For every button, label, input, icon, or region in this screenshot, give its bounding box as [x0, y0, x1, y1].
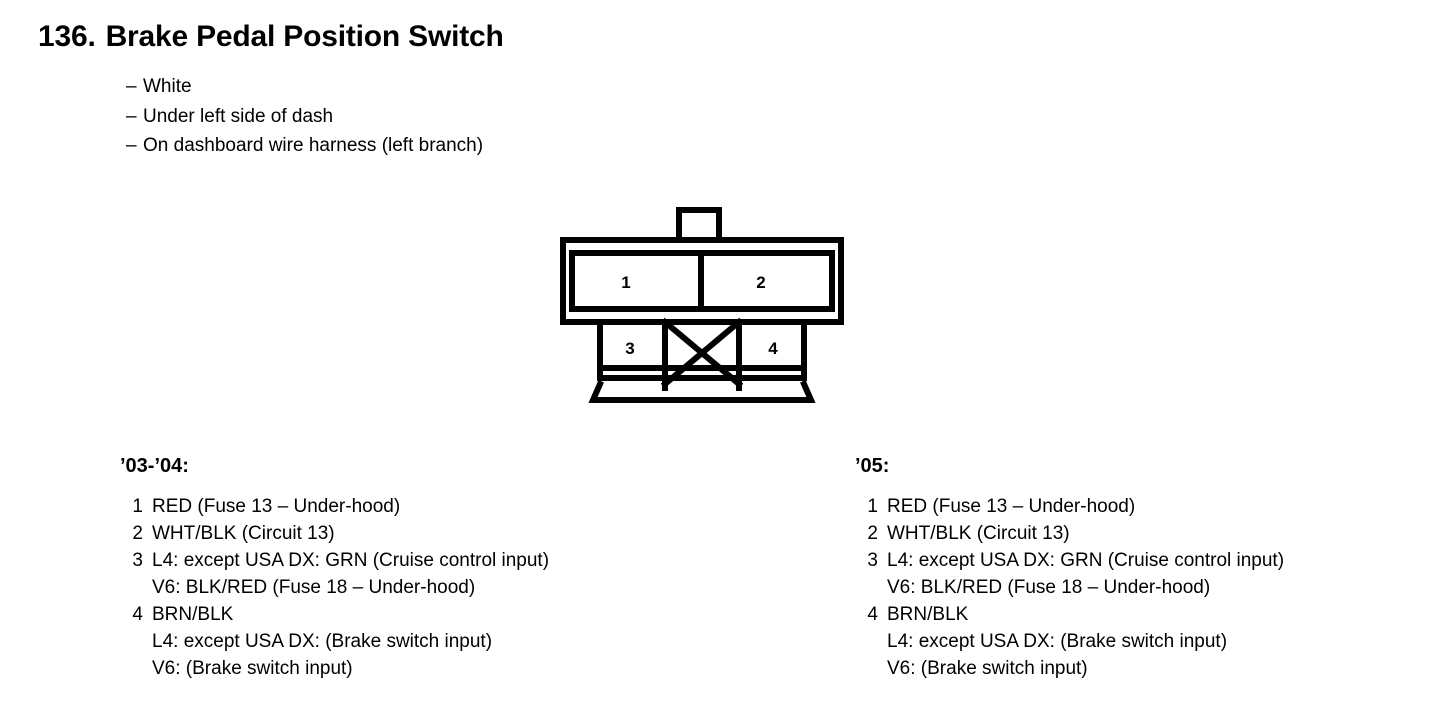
pinout-entry: 4 BRN/BLK L4: except USA DX: (Brake switch… — [120, 601, 549, 682]
description-item-text: Under left side of dash — [143, 105, 334, 127]
pinout-entry-lines: BRN/BLK L4: except USA DX: (Brake switch … — [152, 601, 492, 682]
pinout-entry-lines: L4: except USA DX: GRN (Cruise control i… — [152, 547, 549, 601]
pinout-entry-index: 1 — [132, 496, 143, 517]
pinout-entry-line: BRN/BLK — [152, 604, 234, 625]
description-list: –White–Under left side of dash–On dashbo… — [126, 72, 483, 161]
pinout-entry: 3 L4: except USA DX: GRN (Cruise control … — [120, 547, 549, 601]
pinout-entry-line: L4: except USA DX: (Brake switch input) — [887, 631, 1228, 652]
pinout-entry-row: 2 WHT/BLK (Circuit 13) — [120, 520, 549, 547]
pinout-entry: 2 WHT/BLK (Circuit 13) — [855, 520, 1284, 547]
description-item: –On dashboard wire harness (left branch) — [126, 131, 483, 161]
pinout-entry-index: 2 — [867, 523, 878, 544]
pinout-entry-line: V6: BLK/RED (Fuse 18 – Under-hood) — [152, 577, 476, 598]
pinout-entry-lines: L4: except USA DX: GRN (Cruise control i… — [887, 547, 1284, 601]
pinout-entry: 2 WHT/BLK (Circuit 13) — [120, 520, 549, 547]
pinout-entry-row: 3 L4: except USA DX: GRN (Cruise control … — [855, 547, 1284, 601]
description-item-text: White — [143, 76, 192, 97]
pinout-entry-lines: BRN/BLK L4: except USA DX: (Brake switch … — [887, 601, 1227, 682]
connector-base-trapezoid — [588, 380, 816, 403]
pinout-entry-row: 1 RED (Fuse 13 – Under-hood) — [120, 493, 549, 520]
pinout-entry-line: L4: except USA DX: (Brake switch input) — [152, 631, 493, 652]
pinout-entry-index: 3 — [867, 550, 878, 571]
pinout-entry-index: 4 — [867, 604, 878, 625]
description-dash: – — [126, 76, 137, 97]
description-dash: – — [126, 105, 137, 127]
page-title: 136. Brake Pedal Position Switch — [38, 20, 504, 54]
pinout-entry: 1 RED (Fuse 13 – Under-hood) — [120, 493, 549, 520]
pinout-entry-line: V6: BLK/RED (Fuse 18 – Under-hood) — [887, 577, 1211, 598]
pinout-entry-row: 1 RED (Fuse 13 – Under-hood) — [855, 493, 1284, 520]
connector-pin-label-4: 4 — [768, 339, 778, 358]
pinout-entry-line: WHT/BLK (Circuit 13) — [152, 523, 335, 544]
pinout-entry-lines: RED (Fuse 13 – Under-hood) — [152, 493, 400, 520]
blocked-cell-slash-b — [660, 317, 744, 389]
pinout-entry: 4 BRN/BLK L4: except USA DX: (Brake switch… — [855, 601, 1284, 682]
connector-diagram: 1 2 3 4 — [552, 198, 852, 413]
pinout-column-left: ’03-’04: 1 RED (Fuse 13 – Under-hood) 2 WHT… — [120, 455, 549, 682]
page-title-name: Brake Pedal Position Switch — [105, 20, 504, 53]
pinout-entry-line: RED (Fuse 13 – Under-hood) — [152, 496, 401, 517]
connector-svg: 1 2 3 4 — [560, 207, 844, 403]
pinout-entry-line: L4: except USA DX: GRN (Cruise control i… — [887, 550, 1285, 571]
pinout-entry-line: V6: (Brake switch input) — [152, 658, 353, 679]
pinout-entry-row: 2 WHT/BLK (Circuit 13) — [855, 520, 1284, 547]
pinout-entry-line: L4: except USA DX: GRN (Cruise control i… — [152, 550, 550, 571]
pinout-entry-row: 4 BRN/BLK L4: except USA DX: (Brake switch… — [120, 601, 549, 682]
description-item-text: On dashboard wire harness (left branch) — [143, 135, 484, 156]
pinout-entry: 3 L4: except USA DX: GRN (Cruise control … — [855, 547, 1284, 601]
pinout-column-right-header: ’05: — [855, 455, 890, 477]
page-title-number: 136. — [38, 20, 96, 53]
pinout-entry-index: 3 — [132, 550, 143, 571]
pinout-entry-row: 4 BRN/BLK L4: except USA DX: (Brake switch… — [855, 601, 1284, 682]
pinout-entry-line: RED (Fuse 13 – Under-hood) — [887, 496, 1136, 517]
pinout-column-right-entries: 1 RED (Fuse 13 – Under-hood) 2 WHT/BLK (Cir… — [855, 493, 1284, 682]
connector-pin-label-3: 3 — [625, 339, 634, 358]
pinout-entry-lines: RED (Fuse 13 – Under-hood) — [887, 493, 1135, 520]
connector-locking-tab — [676, 207, 722, 243]
connector-pin-label-2: 2 — [756, 273, 765, 292]
pinout-entry-index: 2 — [132, 523, 143, 544]
pinout-column-left-header: ’03-’04: — [120, 455, 189, 477]
pinout-entry-line: BRN/BLK — [887, 604, 969, 625]
pinout-entry-lines: WHT/BLK (Circuit 13) — [152, 520, 335, 547]
pinout-entry-index: 4 — [132, 604, 143, 625]
connector-pin-label-1: 1 — [621, 273, 630, 292]
connector-lower-cavity — [597, 319, 807, 371]
description-item: –Under left side of dash — [126, 102, 483, 132]
description-dash: – — [126, 135, 137, 156]
pinout-entry-line: WHT/BLK (Circuit 13) — [887, 523, 1070, 544]
pinout-entry-index: 1 — [867, 496, 878, 517]
pinout-column-right: ’05: 1 RED (Fuse 13 – Under-hood) 2 WHT/BLK… — [855, 455, 1284, 682]
pinout-entry-line: V6: (Brake switch input) — [887, 658, 1088, 679]
description-item: –White — [126, 72, 483, 102]
pinout-column-left-entries: 1 RED (Fuse 13 – Under-hood) 2 WHT/BLK (Cir… — [120, 493, 549, 682]
pinout-entry-row: 3 L4: except USA DX: GRN (Cruise control … — [120, 547, 549, 601]
pinout-entry: 1 RED (Fuse 13 – Under-hood) — [855, 493, 1284, 520]
pinout-entry-lines: WHT/BLK (Circuit 13) — [887, 520, 1070, 547]
